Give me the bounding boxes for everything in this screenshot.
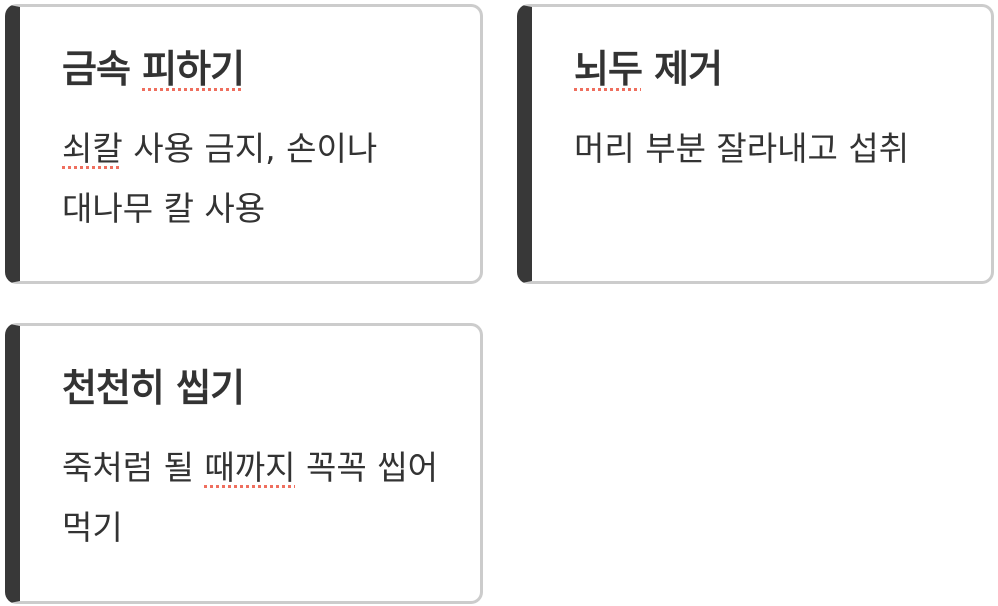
tip-card-remove-head: 뇌두 제거 머리 부분 잘라내고 섭취	[517, 4, 994, 284]
card-title: 천천히 씹기	[62, 366, 245, 410]
tip-card-avoid-metal: 금속 피하기 쇠칼 사용 금지, 손이나 대나무 칼 사용	[5, 4, 483, 284]
card-description: 쇠칼 사용 금지, 손이나 대나무 칼 사용	[62, 129, 378, 228]
spellcheck-flagged-word: 뇌두	[574, 47, 643, 91]
tip-card-chew-slowly: 천천히 씹기 죽처럼 될 때까지 꼭꼭 씹어 먹기	[5, 323, 483, 604]
card-title: 뇌두 제거	[574, 47, 723, 91]
card-description: 머리 부분 잘라내고 섭취	[574, 129, 910, 168]
card-title: 금속 피하기	[62, 47, 245, 91]
card-description: 죽처럼 될 때까지 꼭꼭 씹어 먹기	[62, 448, 438, 547]
spellcheck-flagged-word: 피하기	[142, 47, 245, 91]
spellcheck-flagged-word: 때까지	[204, 448, 296, 487]
spellcheck-flagged-word: 쇠칼	[62, 129, 123, 168]
